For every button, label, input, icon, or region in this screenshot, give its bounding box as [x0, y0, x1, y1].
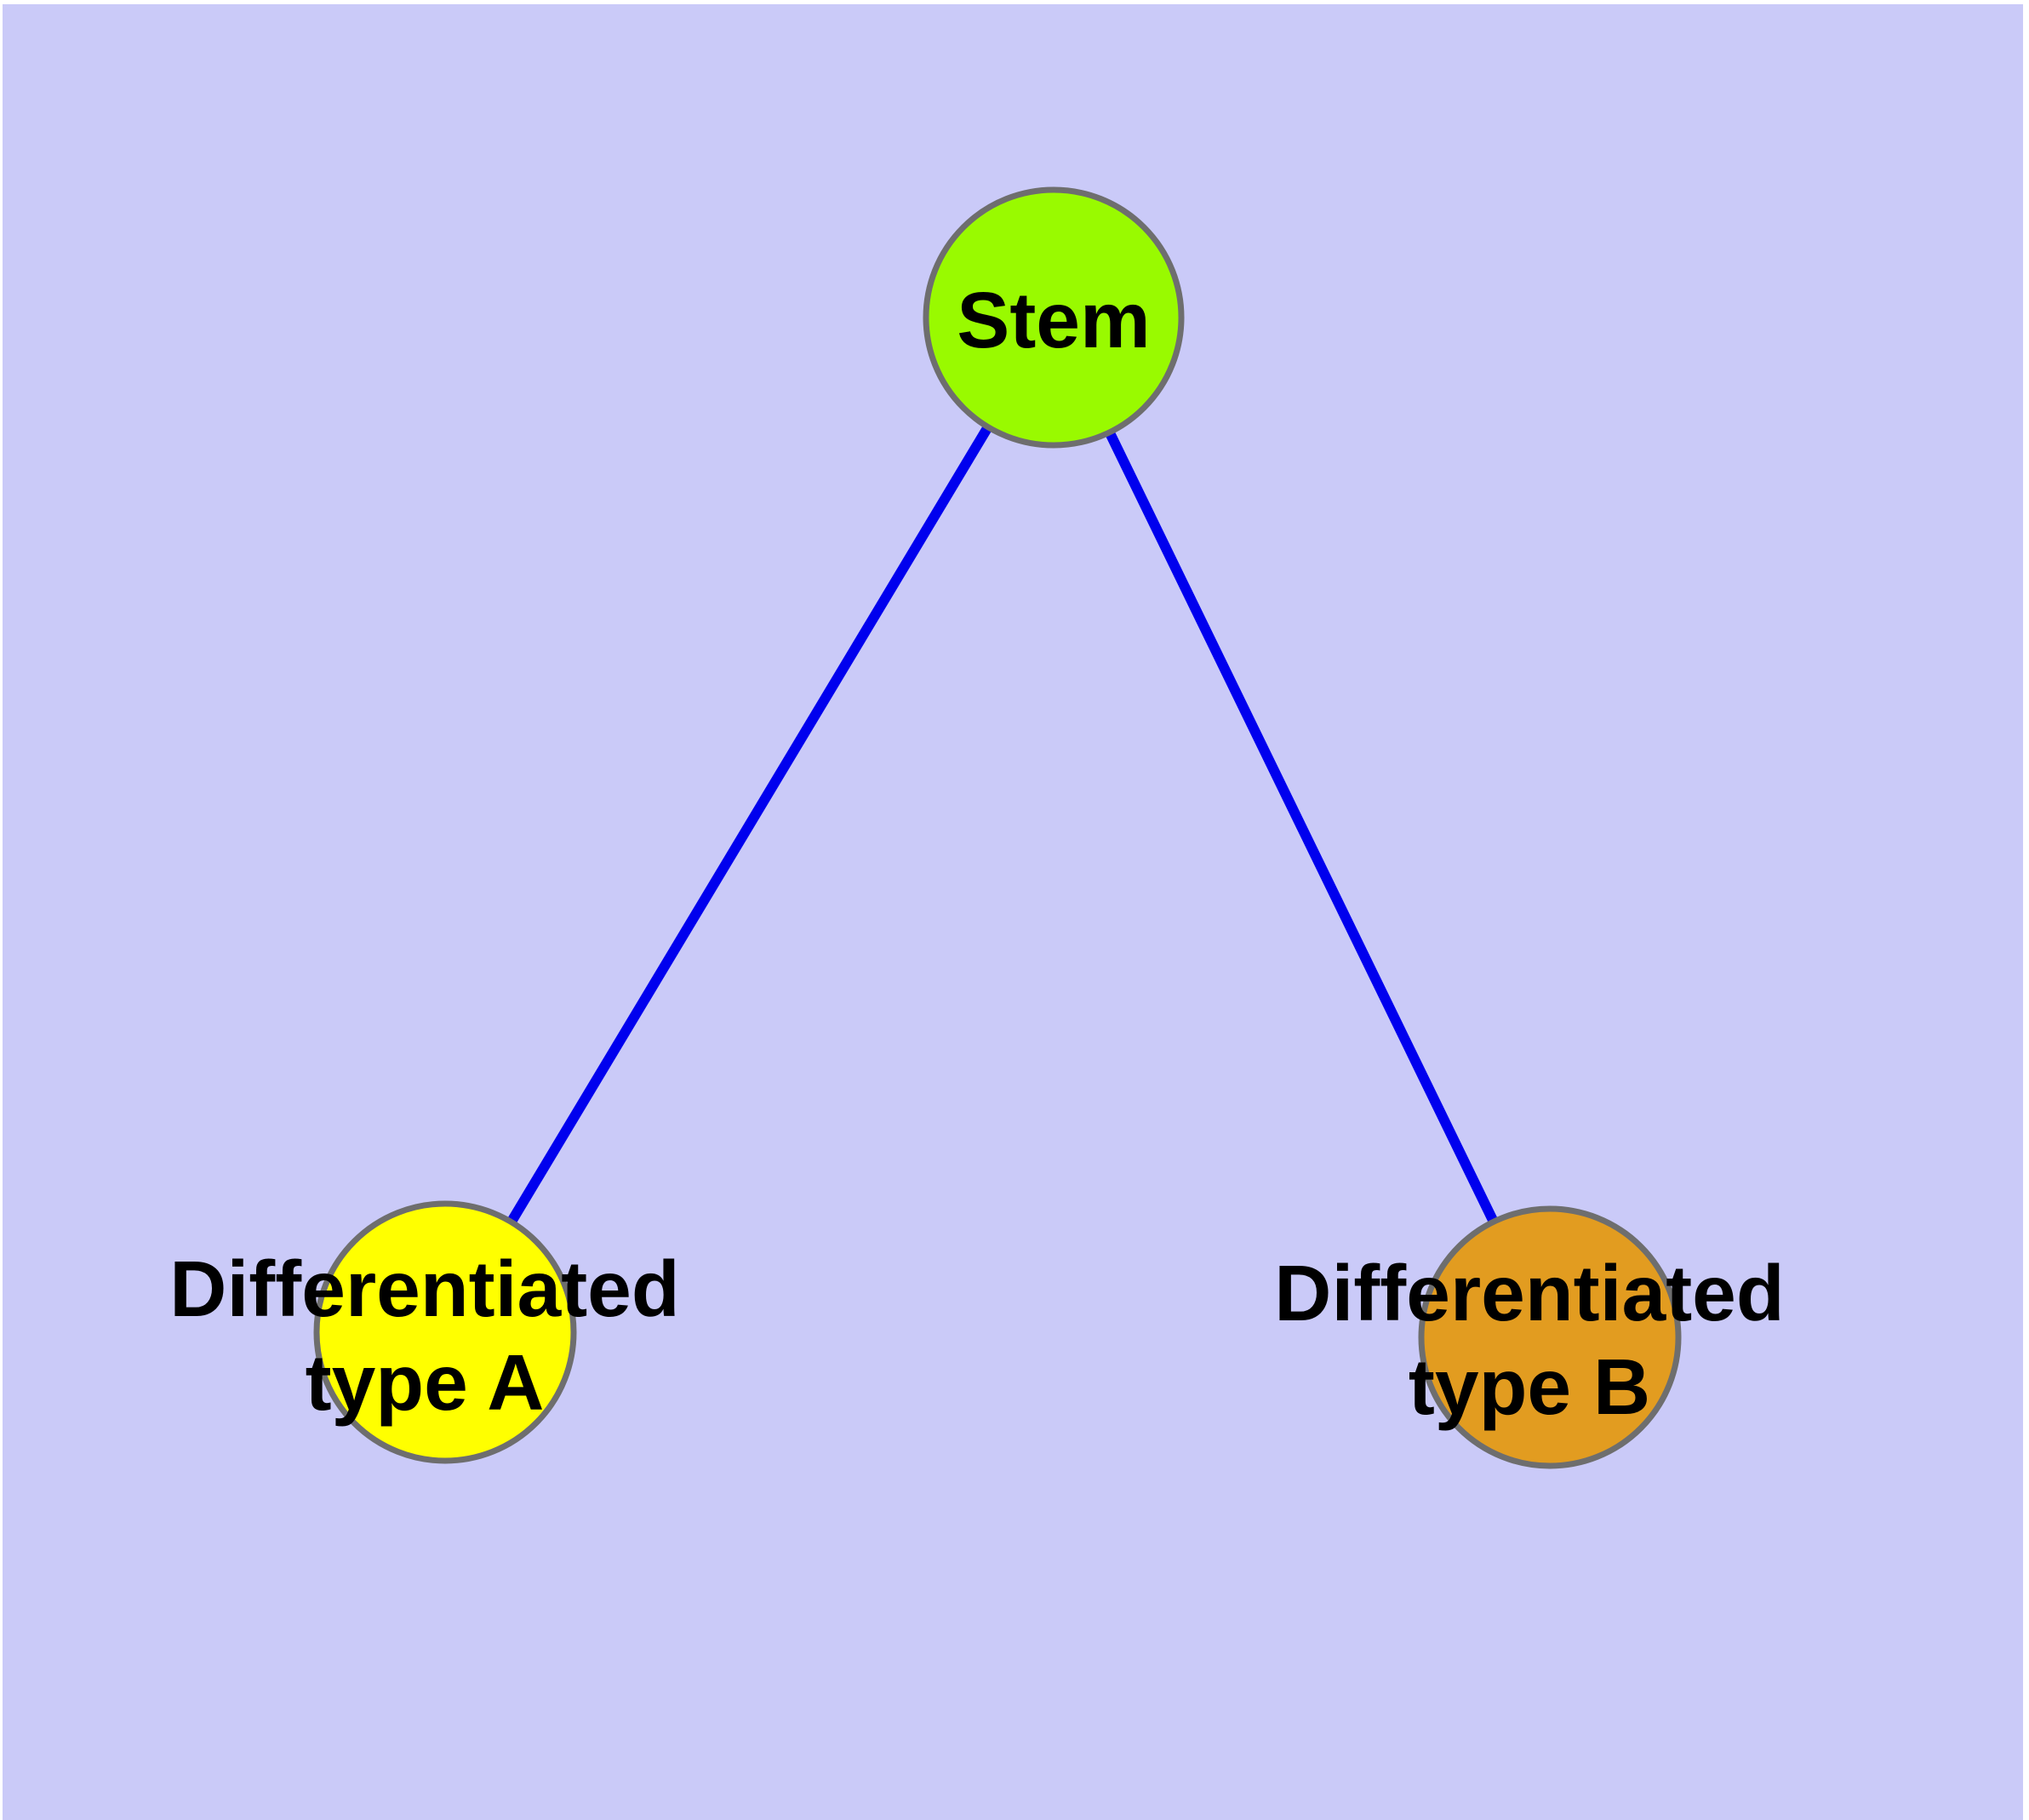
node-circle-stem: [923, 186, 1185, 449]
node-circle-type-a: [313, 1200, 577, 1464]
node-circle-type-b: [1418, 1205, 1682, 1469]
edge-stem-to-type-a: [440, 314, 1059, 1336]
edge-stem-to-type-b: [1049, 315, 1555, 1340]
